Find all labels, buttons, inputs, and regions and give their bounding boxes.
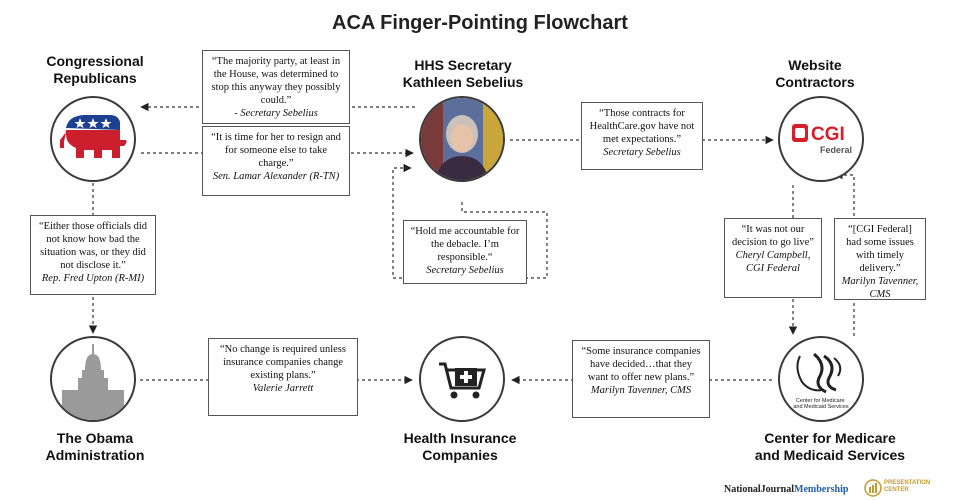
quote-box-campbell: “It was not our decision to go live” Che…	[724, 218, 822, 298]
label-contractors: Website Contractors	[775, 57, 855, 90]
cgi-text: CGI	[811, 124, 845, 145]
quote-text: “Hold me accountable for the debacle. I’…	[410, 226, 520, 263]
node-hhs	[419, 96, 505, 182]
quote-text: “Those contracts for HealthCare.gov have…	[589, 108, 695, 145]
presentation-center-icon	[864, 479, 882, 497]
quote-text: “The majority party, at least in the Hou…	[211, 56, 341, 106]
presentation-center-text: PRESENTATION CENTER	[884, 480, 931, 493]
quote-attribution: - Secretary Sebelius	[234, 108, 318, 119]
label-hhs: HHS Secretary Kathleen Sebelius	[402, 57, 524, 90]
quote-box-tavenner-delivery: “[CGI Federal] had some issues with time…	[834, 218, 926, 300]
label-obama: The Obama Administration	[45, 430, 145, 463]
quote-attribution: Marilyn Tavenner, CMS	[590, 385, 692, 396]
cgi-logo-icon: CGI Federal	[792, 124, 852, 155]
hhs-seal-icon: Center for Medicare and Medicaid Service…	[793, 352, 849, 410]
quote-attribution: Secretary Sebelius	[603, 147, 681, 158]
presentation-center-logo: PRESENTATION CENTER	[864, 478, 944, 498]
label-cms: Center for Medicare and Medicaid Service…	[754, 430, 906, 463]
quote-text: “No change is required unless insurance …	[220, 344, 346, 381]
quote-box-sebelius-accountable: “Hold me accountable for the debacle. I’…	[403, 220, 527, 284]
quote-box-sebelius-contracts: “Those contracts for HealthCare.gov have…	[581, 102, 703, 170]
cms-seal-caption: Center for Medicare and Medicaid Service…	[793, 398, 849, 410]
label-insurance: Health Insurance Companies	[403, 430, 517, 463]
quote-text: “Some insurance companies have decided…t…	[581, 346, 701, 383]
quote-attribution: Valerie Jarrett	[252, 383, 314, 394]
quote-attribution: Sen. Lamar Alexander (R-TN)	[212, 171, 340, 182]
label-republicans: Congressional Republicans	[46, 53, 144, 86]
node-republicans	[50, 96, 136, 182]
quote-text: “Either those officials did not know how…	[39, 221, 147, 271]
quote-attribution: Cheryl Campbell, CGI Federal	[735, 250, 811, 274]
node-insurance	[419, 336, 505, 422]
quote-attribution: Rep. Fred Upton (R-MI)	[41, 273, 145, 284]
capitol-building-icon	[62, 344, 124, 420]
quote-box-sebelius-majority: “The majority party, at least in the Hou…	[202, 50, 350, 124]
quote-box-jarrett: “No change is required unless insurance …	[208, 338, 358, 416]
cgi-subtext: Federal	[820, 145, 852, 155]
national-journal-logo: NationalJournalMembership	[724, 484, 848, 495]
node-obama	[50, 336, 136, 422]
nj-membership-text: Membership	[794, 484, 849, 495]
quote-text: “It was not our decision to go live”	[732, 224, 814, 248]
gop-elephant-icon	[60, 115, 127, 158]
nj-main-text: NationalJournal	[724, 484, 795, 495]
chart-title: ACA Finger-Pointing Flowchart	[332, 12, 628, 34]
shopping-cart-plus-icon	[439, 362, 486, 399]
quote-text: “[CGI Federal] had some issues with time…	[846, 224, 914, 274]
quote-box-tavenner-plans: “Some insurance companies have decided…t…	[572, 340, 710, 418]
quote-text: “It is time for her to resign and for so…	[211, 132, 341, 169]
quote-attribution: Marilyn Tavenner, CMS	[841, 276, 919, 300]
portrait-image	[421, 98, 503, 180]
node-contractors: CGI Federal	[778, 96, 864, 182]
quote-box-alexander-resign: “It is time for her to resign and for so…	[202, 126, 350, 196]
node-cms: Center for Medicare and Medicaid Service…	[778, 336, 864, 422]
quote-attribution: Secretary Sebelius	[426, 265, 504, 276]
quote-box-upton: “Either those officials did not know how…	[30, 215, 156, 295]
